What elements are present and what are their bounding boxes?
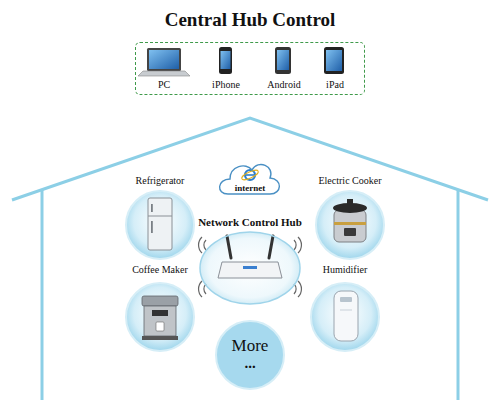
refrigerator-icon <box>148 198 172 250</box>
humidifier-icon <box>334 291 358 341</box>
node-label: More <box>232 336 269 356</box>
ellipse-outline <box>200 232 300 304</box>
rect-shape <box>142 336 178 340</box>
node-outline <box>115 175 205 261</box>
node-outline <box>190 216 310 306</box>
rect-shape <box>142 296 178 306</box>
node-sublabel: iPad <box>326 79 344 91</box>
rect-shape <box>334 210 366 242</box>
node-sublabel: ... <box>244 355 255 372</box>
more-circle: More... <box>210 318 290 392</box>
diagram-title: Central Hub Control <box>0 9 500 31</box>
line-shape <box>457 190 460 400</box>
rect-shape <box>147 48 181 71</box>
rect-shape <box>344 228 356 236</box>
path-shape <box>298 237 301 253</box>
router-icon <box>218 236 282 278</box>
rect-shape <box>324 47 344 74</box>
line-shape <box>340 310 352 311</box>
cloud-outline <box>220 165 280 194</box>
laptop-icon <box>138 48 190 76</box>
rect-shape <box>149 50 179 69</box>
line-shape <box>227 236 231 258</box>
appliance-circle: Electric Cooker <box>305 175 395 261</box>
node-label: internet <box>235 183 266 193</box>
node-label: Network Control Hub <box>198 216 302 229</box>
node-label: Refrigerator <box>136 175 185 187</box>
circle-fill <box>311 283 379 351</box>
node-outline <box>305 175 395 261</box>
ellipse-shape <box>241 168 260 181</box>
internet-cloud: internet <box>218 158 282 198</box>
rect-shape <box>221 51 231 69</box>
rect-shape <box>347 199 353 204</box>
house-outline <box>12 118 488 400</box>
line-shape <box>269 236 273 258</box>
android-icon <box>275 47 291 74</box>
node-sublabel: iPhone <box>212 79 240 91</box>
device-group-box: PC iPhone Android iPad <box>135 42 365 95</box>
node-sublabel: Android <box>267 79 300 91</box>
rect-shape <box>340 297 352 302</box>
wireless-sign <box>199 237 302 297</box>
path-shape <box>218 262 282 278</box>
ellipse-shape <box>333 203 367 213</box>
circle-outline <box>311 283 379 351</box>
node-outline <box>300 264 390 352</box>
rect-shape <box>148 198 172 250</box>
browser-logo <box>241 168 260 181</box>
cooker-icon <box>333 199 367 242</box>
polyline-shape <box>12 118 488 200</box>
path-shape <box>199 237 202 253</box>
circle-fill <box>316 191 384 259</box>
node-label: Humidifier <box>323 264 367 276</box>
rect-shape <box>243 266 257 269</box>
rect-shape <box>156 322 164 331</box>
circle-outline <box>216 321 284 389</box>
appliance-circle: Coffee Maker <box>115 264 205 352</box>
rect-shape <box>275 47 291 74</box>
rect-shape <box>152 310 168 316</box>
rect-shape <box>219 47 232 74</box>
circle-outline <box>316 191 384 259</box>
rect-shape <box>334 222 366 225</box>
line-shape <box>41 190 44 400</box>
hub-fill <box>200 232 300 304</box>
circle-outline <box>126 283 194 351</box>
path-shape <box>298 281 301 297</box>
rect-shape <box>326 50 342 71</box>
line-shape <box>246 174 255 176</box>
ipad-icon <box>324 47 344 74</box>
rect-shape <box>144 306 176 336</box>
rect-shape <box>277 50 289 70</box>
circle-fill <box>126 191 194 259</box>
cloud-fill <box>220 165 280 194</box>
line-shape <box>148 216 172 217</box>
appliance-circle: Refrigerator <box>115 175 205 261</box>
iphone-icon <box>219 47 232 74</box>
coffee-maker-icon <box>142 296 178 340</box>
circle-fill <box>126 283 194 351</box>
rect-shape <box>151 204 153 212</box>
node-label: Electric Cooker <box>318 175 381 187</box>
appliance-circle: Humidifier <box>300 264 390 352</box>
path-shape <box>204 240 206 250</box>
circle-outline <box>126 191 194 259</box>
polygon-shape <box>138 71 190 76</box>
node-label: PC <box>158 79 170 91</box>
path-shape <box>294 240 296 250</box>
node-label: Coffee Maker <box>132 264 188 276</box>
circle-fill <box>216 321 284 389</box>
node-outline <box>115 264 205 352</box>
path-shape <box>199 281 202 297</box>
rect-shape <box>151 221 153 233</box>
hub-ellipse: Network Control Hub <box>190 216 310 306</box>
rect-shape <box>334 291 358 341</box>
